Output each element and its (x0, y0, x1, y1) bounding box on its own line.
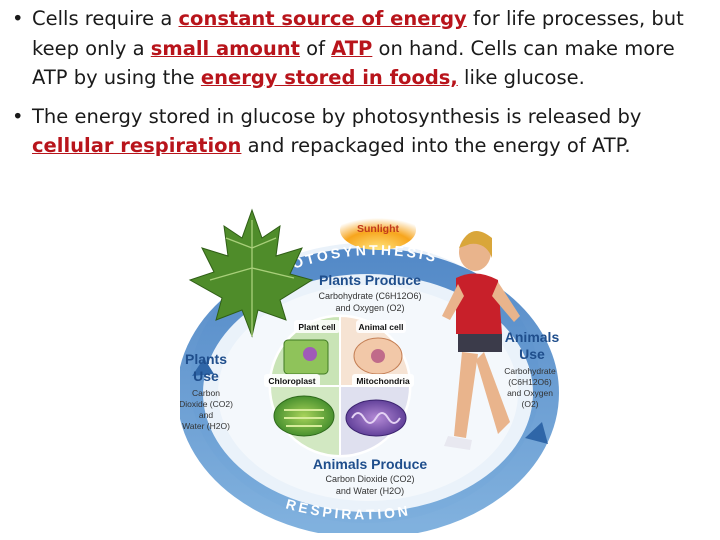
highlight-constant-source: constant source of energy (178, 7, 467, 30)
plants-use-title: Plants (185, 351, 227, 367)
text: on hand. Cells can make more ATP by usin… (32, 36, 675, 90)
animals-produce-line1: Carbon Dioxide (CO2) (325, 474, 414, 484)
animals-produce-title: Animals Produce (313, 456, 428, 472)
cell-circle (268, 314, 412, 458)
nucleus-icon (303, 347, 317, 361)
plants-produce-line2: and Oxygen (O2) (335, 303, 404, 313)
sunlight-label: Sunlight (357, 223, 399, 235)
highlight-cellular-respiration: cellular respiration (32, 134, 242, 157)
photosynthesis-respiration-figure: Sunlight PHOTOSYNTHESIS RESPIRATION Plan… (180, 208, 570, 533)
bullet-list: • Cells require a constant source of ene… (12, 4, 712, 170)
text: for life processes, but keep only a (32, 7, 684, 60)
runner-image (442, 230, 520, 450)
plants-use-title: Use (193, 368, 219, 384)
chloroplast-icon (273, 395, 335, 437)
plants-use-line: and (199, 410, 213, 420)
cycle-ring (180, 248, 559, 533)
plants-use-line: Water (H2O) (182, 421, 230, 431)
highlight-atp: ATP (331, 36, 373, 60)
mitochondria-label: Mitochondria (356, 376, 410, 386)
animal-cell-label: Animal cell (359, 322, 404, 332)
bullet-respiration: • The energy stored in glucose by photos… (12, 102, 712, 161)
bullet-marker: • (12, 7, 24, 30)
cycle-diagram: Sunlight PHOTOSYNTHESIS RESPIRATION Plan… (180, 208, 560, 533)
arrow-icon (525, 422, 548, 444)
bullet-marker: • (12, 104, 24, 128)
chloroplast-label: Chloroplast (268, 376, 315, 386)
plant-cell-label: Plant cell (298, 322, 335, 332)
animals-use-title: Use (519, 346, 545, 362)
animals-produce-line2: and Water (H2O) (336, 486, 404, 496)
animals-use-line: (O2) (522, 399, 539, 409)
nucleus-icon (371, 349, 385, 363)
plants-use-line: Carbon (192, 388, 220, 398)
highlight-energy-stored: energy stored in foods, (200, 66, 458, 89)
plants-produce-line1: Carbohydrate (C6H12O6) (318, 291, 421, 301)
highlight-small-amount: small amount (150, 36, 300, 60)
plants-produce-title: Plants Produce (319, 272, 421, 288)
animals-use-line: (C6H12O6) (508, 377, 552, 387)
sun-icon (340, 210, 416, 250)
leaf-icon (188, 208, 314, 338)
text: like glucose. (457, 66, 585, 89)
text: of (299, 36, 332, 60)
arrow-icon (192, 358, 214, 376)
bullet-energy-source: • Cells require a constant source of ene… (12, 4, 712, 93)
text: and repackaged into the energy of ATP. (241, 134, 631, 157)
animals-use-line: and Oxygen (507, 388, 553, 398)
text: Cells require a (32, 7, 179, 30)
animals-use-line: Carbohydrate (504, 366, 556, 376)
plants-use-line: Dioxide (CO2) (180, 399, 233, 409)
text: The energy stored in glucose by photosyn… (32, 104, 642, 128)
animals-use-title: Animals (505, 329, 560, 345)
